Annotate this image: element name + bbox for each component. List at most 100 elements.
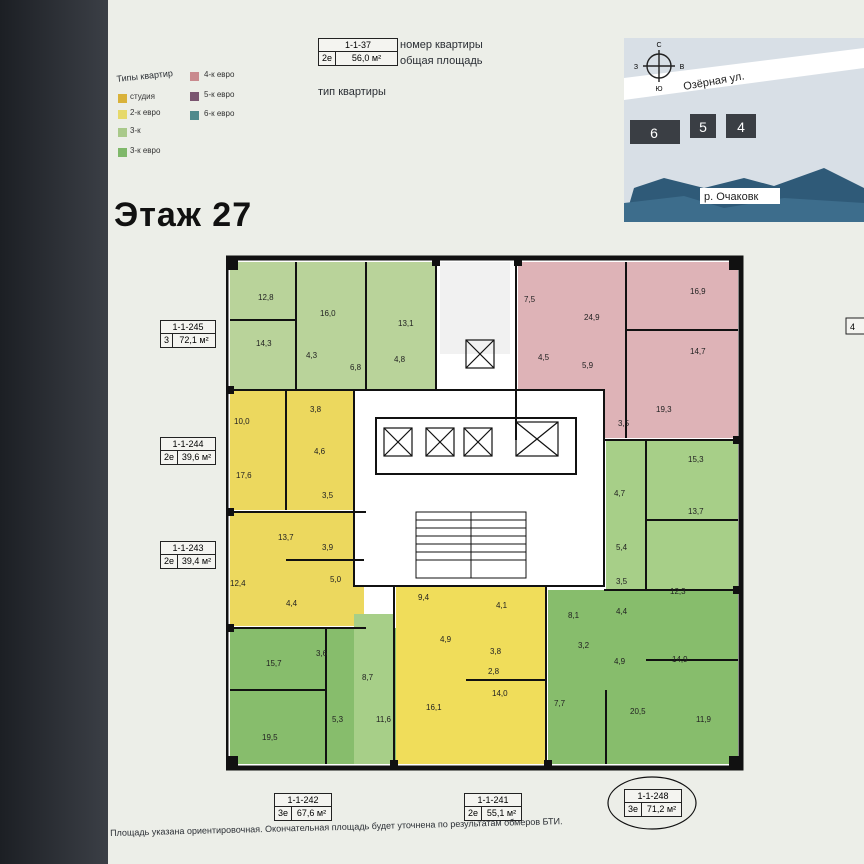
- room-area: 24,9: [584, 313, 600, 322]
- room-area: 15,3: [688, 455, 704, 464]
- legend-swatch-5k-euro: [190, 92, 199, 101]
- apt-number: 1-1-241: [465, 794, 521, 807]
- apt-241-fill: [396, 586, 546, 764]
- room-area: 16,9: [690, 287, 706, 296]
- compass-w: З: [634, 64, 638, 71]
- legend-label-4k-euro: 4-к евро: [204, 70, 235, 79]
- floor-plan: 12,8 16,0 13,1 14,3 4,3 6,8 4,8 7,5 24,9…: [226, 255, 864, 771]
- room-area: 12,3: [670, 587, 686, 596]
- compass-n: С: [656, 42, 661, 49]
- apt-number: 1-1-245: [161, 321, 215, 334]
- apt-area: 55,1 м²: [486, 808, 517, 818]
- room-area: 17,6: [236, 471, 252, 480]
- apt-243-fill: [230, 512, 364, 626]
- room-area: 4,3: [306, 351, 318, 360]
- interior-walls: [230, 260, 738, 764]
- room-area: 13,1: [398, 319, 414, 328]
- building-4: [726, 114, 756, 138]
- room-area: 3,5: [616, 577, 628, 586]
- legend-swatch-4k-euro: [190, 72, 199, 81]
- room-area: 4,8: [394, 355, 406, 364]
- legend-label-3k-euro: 3-к евро: [130, 146, 161, 155]
- room-area: 8,7: [362, 673, 374, 682]
- room-area: 15,7: [266, 659, 282, 668]
- legend-label-6k-euro: 6-к евро: [204, 109, 235, 118]
- apt-type: 3: [161, 334, 174, 347]
- building-5: [690, 114, 716, 138]
- apt-type: 3е: [625, 803, 643, 816]
- legend-swatch-3k-euro: [118, 148, 127, 157]
- room-area: 3,8: [490, 647, 502, 656]
- compass-icon: [643, 50, 675, 82]
- room-area: 12,4: [230, 579, 246, 588]
- key-box-type: 2е: [319, 52, 337, 65]
- apt-number: 1-1-244: [161, 438, 215, 451]
- legend-swatch-3k: [118, 128, 127, 137]
- legend-label-3k: 3-к: [130, 126, 141, 135]
- room-area: 20,5: [630, 707, 646, 716]
- apt-number: 1-1-248: [625, 790, 681, 803]
- room-area: 5,0: [330, 575, 342, 584]
- handwritten-circle: [607, 776, 697, 830]
- legend-swatch-2k-euro: [118, 110, 127, 119]
- elevator-hall: [375, 417, 577, 475]
- apt-number: 1-1-242: [275, 794, 331, 807]
- room-area: 4,9: [614, 657, 626, 666]
- apt-mid-fill: [354, 614, 394, 764]
- apt-label-1-1-245: 1-1-245 3 72,1 м²: [160, 320, 216, 348]
- building-6: [630, 120, 680, 144]
- apt-area: 39,4 м²: [181, 556, 212, 566]
- apt-right-fill: [606, 440, 738, 590]
- key-label-area: общая площадь: [400, 55, 483, 67]
- floor-title: Этаж 27: [114, 196, 253, 234]
- room-area: 11,9: [696, 715, 712, 724]
- room-area: 19,5: [262, 733, 278, 742]
- building-5-label: 5: [699, 119, 707, 135]
- room-areas: 12,8 16,0 13,1 14,3 4,3 6,8 4,8 7,5 24,9…: [230, 287, 712, 742]
- room-area: 6,8: [350, 363, 362, 372]
- apt-248-fill: [548, 590, 738, 764]
- apt-number: 1-1-243: [161, 542, 215, 555]
- legend-swatch-6k-euro: [190, 111, 199, 120]
- room-area: 3,9: [322, 543, 334, 552]
- footnote: Площадь указана ориентировочная. Окончат…: [110, 816, 563, 838]
- apt-area: 67,6 м²: [296, 808, 327, 818]
- room-area: 16,0: [320, 309, 336, 318]
- room-area: 5,3: [332, 715, 344, 724]
- apt-type: 2е: [465, 807, 483, 820]
- room-area: 3,8: [310, 405, 322, 414]
- legend-label-5k-euro: 5-к евро: [204, 90, 235, 99]
- apt-area: 71,2 м²: [646, 804, 677, 814]
- room-area: 5,9: [582, 361, 594, 370]
- apt-type: 2е: [161, 451, 179, 464]
- room-area: 14,9: [672, 655, 688, 664]
- room-area: 12,8: [258, 293, 274, 302]
- room-area: 2,8: [488, 667, 500, 676]
- structural-columns: [226, 258, 741, 768]
- legend-label-2k-euro: 2-к евро: [130, 108, 161, 117]
- room-area: 5,4: [616, 543, 628, 552]
- legend-swatch-studio: [118, 94, 127, 103]
- room-area: 10,0: [234, 417, 250, 426]
- room-area: 13,7: [688, 507, 704, 516]
- key-box-number: 1-1-37: [319, 39, 397, 52]
- room-area: 4,1: [496, 601, 508, 610]
- room-area: 14,3: [256, 339, 272, 348]
- apt-area: 72,1 м²: [179, 335, 209, 345]
- room-area: 8,1: [568, 611, 580, 620]
- compass-e: В: [680, 64, 685, 71]
- room-area: 14,7: [690, 347, 706, 356]
- room-area: 3,6: [316, 649, 328, 658]
- room-area: 9,4: [418, 593, 430, 602]
- staircase-icon: [415, 511, 527, 579]
- room-area: 4,6: [314, 447, 326, 456]
- room-area: 3,5: [322, 491, 334, 500]
- compass-s: Ю: [655, 86, 662, 93]
- room-area: 3,5: [618, 419, 630, 428]
- room-area: 7,5: [524, 295, 536, 304]
